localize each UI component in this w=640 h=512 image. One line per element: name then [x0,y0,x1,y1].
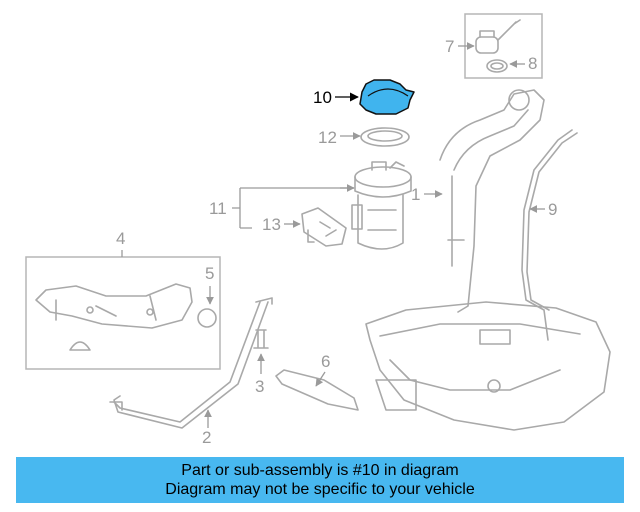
heat-shield-box [25,256,221,370]
bracket-part-6 [275,369,359,411]
label-13: 13 [262,215,281,234]
banner-line-2: Diagram may not be specific to your vehi… [165,481,475,498]
label-12: 12 [318,128,337,147]
label-10: 10 [313,88,332,107]
label-7: 7 [445,37,454,56]
fuel-tank [365,301,611,431]
seal-ring-part-12 [360,127,410,147]
label-6: 6 [321,352,330,371]
sensor-part-13 [301,207,347,247]
info-banner: Part or sub-assembly is #10 in diagram D… [16,457,624,503]
vent-line-part-9 [521,129,578,341]
strap-part-2 [109,297,273,429]
fuel-pump-module-part-11 [351,161,412,250]
filler-neck-part-1 [439,89,545,313]
label-3: 3 [255,377,264,396]
label-9: 9 [548,200,557,219]
label-4: 4 [116,229,125,248]
label-1: 1 [411,185,420,204]
bolt-part-3 [253,329,269,349]
banner-line-1: Part or sub-assembly is #10 in diagram [181,462,459,479]
label-8: 8 [528,54,537,73]
label-2: 2 [202,428,211,447]
label-11: 11 [209,199,227,218]
lock-ring-part-10[interactable] [359,79,415,115]
label-5: 5 [205,264,214,283]
